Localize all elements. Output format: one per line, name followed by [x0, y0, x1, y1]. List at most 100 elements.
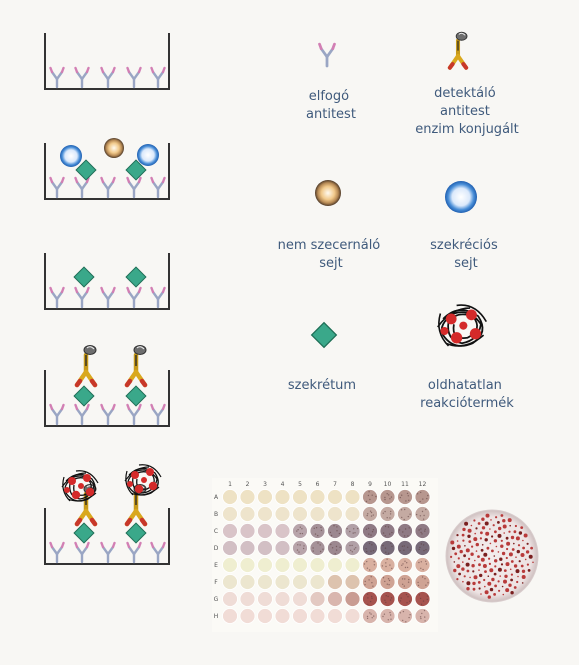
well-spot: [386, 583, 388, 585]
well-spot: [407, 546, 409, 548]
dish-spot: [462, 539, 465, 542]
plate-well: [414, 489, 431, 505]
well-spot: [389, 599, 392, 601]
dish-spot: [515, 556, 517, 558]
plate-well: [309, 608, 326, 624]
well-spot: [425, 563, 428, 565]
dish-spot: [477, 581, 481, 584]
dish-spot: [502, 524, 507, 529]
well-spot: [314, 533, 317, 535]
well-spot: [366, 567, 369, 569]
dish-spot: [478, 569, 480, 571]
well-spot: [322, 548, 324, 550]
plate-well: [257, 523, 273, 539]
insoluble-product-icon: [436, 304, 488, 347]
well-spot: [373, 615, 375, 617]
well-spot: [421, 510, 424, 513]
plate-well: [344, 489, 361, 505]
well-spot: [405, 621, 407, 623]
plate-well: [222, 574, 238, 590]
well-spot: [402, 563, 404, 565]
dish-spot: [461, 567, 465, 571]
well-spot: [372, 549, 375, 552]
well-spot: [405, 593, 408, 596]
well-spot: [426, 598, 428, 601]
well-spot: [302, 547, 305, 550]
well-spot: [391, 545, 393, 548]
well-spot: [371, 494, 373, 496]
plate-well: [397, 489, 413, 505]
dish-spot: [493, 539, 498, 543]
dish-spot: [503, 532, 506, 534]
dish-spot: [493, 572, 497, 576]
well-spot: [389, 513, 392, 515]
plate-column-label: 2: [246, 481, 250, 488]
dish-spot: [483, 578, 486, 582]
plate-well: [292, 557, 308, 573]
well-spot: [385, 565, 387, 568]
well-spot: [387, 526, 390, 528]
non-secreting-cell-label: nem szecernáló sejt: [278, 238, 385, 271]
well-spot: [334, 553, 336, 555]
well-spot: [424, 620, 426, 622]
well-spot: [331, 547, 334, 549]
dish-spot: [457, 557, 460, 560]
dish-spot: [470, 552, 474, 556]
plate-well: [292, 574, 308, 590]
well-spot: [389, 498, 391, 500]
plate-well: [344, 574, 361, 590]
plate-row-label: G: [214, 596, 219, 603]
plate-well: [274, 557, 291, 573]
dish-spot: [473, 519, 476, 522]
well-spot: [371, 597, 373, 599]
dish-spot: [490, 519, 492, 521]
well-spot: [425, 549, 427, 551]
dish-spot: [523, 533, 528, 538]
dish-spot: [528, 554, 533, 559]
plate-well: [239, 591, 256, 607]
dish-spot: [465, 548, 470, 553]
well-spot: [366, 593, 369, 595]
dish-spot: [502, 593, 505, 596]
plate-well: [222, 608, 238, 624]
plate-well: [292, 489, 308, 505]
plate-well: [327, 574, 343, 590]
dish-spot: [510, 535, 515, 540]
dish-spot: [473, 537, 478, 542]
dish-spot: [464, 521, 469, 526]
dish-spot: [477, 555, 480, 558]
well-spot: [369, 498, 371, 501]
dish-spot: [497, 580, 500, 583]
well-spot: [368, 533, 370, 535]
dish-spot: [456, 564, 461, 569]
dish-spot: [480, 557, 485, 562]
dish-spot: [526, 563, 530, 566]
well-spot: [386, 517, 388, 519]
plate-well: [257, 608, 273, 624]
well-spot: [368, 491, 370, 493]
well-spot: [301, 532, 304, 535]
plate-well: [222, 557, 238, 573]
well-spot: [402, 583, 404, 585]
plate-well: [414, 523, 431, 539]
plate-column-label: 6: [316, 481, 320, 488]
dish-spot: [506, 541, 511, 546]
well-spot: [419, 515, 422, 517]
dish-spot: [463, 554, 466, 558]
dish-spot: [527, 569, 531, 572]
plate-well: [362, 523, 378, 539]
plate-column-label: 7: [333, 481, 337, 488]
dish-spot: [472, 587, 476, 591]
dish-spot: [462, 527, 466, 532]
well-spot: [390, 597, 393, 599]
step-5-well: [44, 464, 170, 565]
well-spot: [418, 529, 420, 531]
plate-well: [239, 557, 256, 573]
capture-antibody-label: elfogó antitest: [306, 89, 356, 122]
plate-well: [292, 540, 308, 556]
dish-spot: [499, 557, 503, 561]
well-spot: [387, 619, 389, 621]
well-spot: [351, 551, 353, 553]
dish-spot: [494, 584, 497, 588]
